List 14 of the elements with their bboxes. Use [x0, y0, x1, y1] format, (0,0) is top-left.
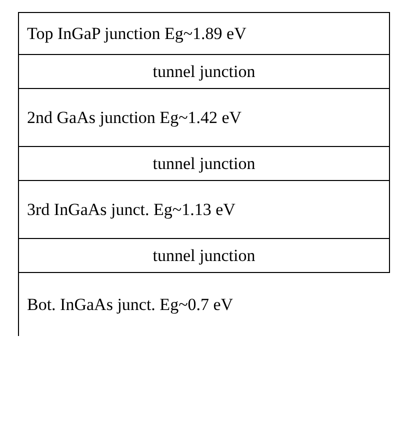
layer-label: Bot. InGaAs junct. Eg~0.7 eV: [27, 294, 234, 314]
junction-layer: [18, 88, 390, 146]
tunnel-junction-layer: [18, 146, 390, 180]
layer-label: 3rd InGaAs junct. Eg~1.13 eV: [27, 200, 236, 220]
tunnel-junction-layer: [18, 54, 390, 88]
junction-layer: [18, 272, 390, 336]
layer-label: 2nd GaAs junction Eg~1.42 eV: [27, 108, 242, 128]
tunnel-junction-layer: [18, 238, 390, 272]
layer-label: Top InGaP junction Eg~1.89 eV: [27, 24, 246, 44]
layer-label: tunnel junction: [152, 154, 256, 174]
layer-label: tunnel junction: [152, 62, 256, 82]
layer-label: tunnel junction: [152, 246, 256, 266]
junction-layer: [18, 180, 390, 238]
junction-layer: [18, 12, 390, 54]
